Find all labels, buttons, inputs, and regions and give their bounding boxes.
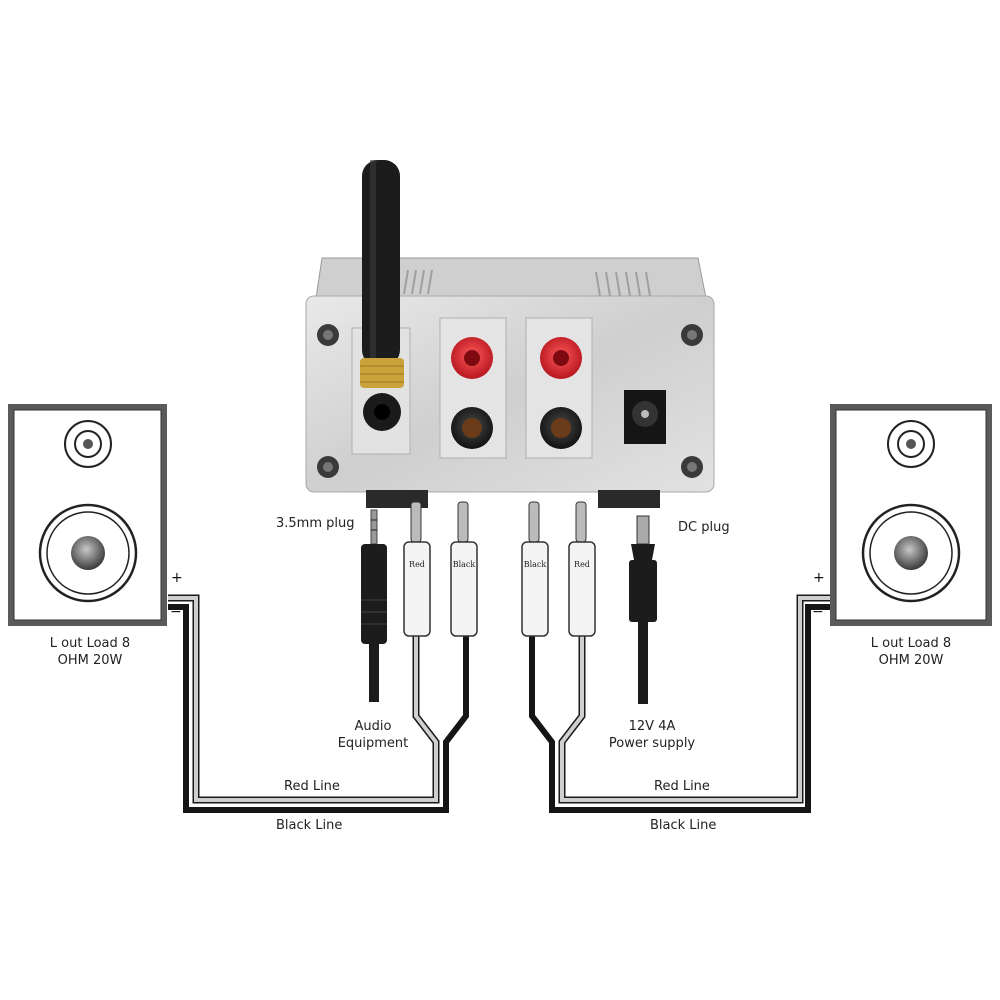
plug-tag-black-2: Black: [524, 560, 547, 569]
banana-plug-red-right: Red: [568, 501, 596, 637]
minus-sign-left: −: [170, 604, 182, 620]
black-binding-post-left: [451, 407, 493, 449]
woofer-icon: [38, 503, 138, 603]
tweeter-icon: [64, 420, 112, 468]
label-3-5mm-plug: 3.5mm plug: [276, 516, 355, 531]
red-line-label-left: Red Line: [284, 779, 340, 794]
plug-tag-black-1: Black: [453, 560, 476, 569]
plus-sign-right: +: [813, 570, 825, 586]
audio-equipment-label: Audio Equipment: [337, 719, 409, 751]
banana-plug-black-left: Black: [450, 501, 478, 637]
left-speaker-caption: L out Load 8 OHM 20W: [49, 636, 131, 668]
audio-3-5mm-plug: [361, 509, 387, 702]
banana-plug-red-left: Red: [403, 501, 431, 637]
red-binding-post-right: [540, 337, 582, 379]
amplifier: [305, 160, 715, 508]
power-supply-label: 12V 4A Power supply: [608, 719, 696, 751]
amp-vent-left: [403, 269, 433, 295]
right-speaker-caption: L out Load 8 OHM 20W: [870, 636, 952, 668]
antenna-gold-connector: [360, 358, 404, 388]
black-line-label-left: Black Line: [276, 818, 343, 833]
plug-tag-red-1: Red: [409, 560, 425, 569]
amp-foot-right: [598, 490, 660, 508]
label-dc-plug: DC plug: [678, 520, 730, 535]
red-line-label-right: Red Line: [654, 779, 710, 794]
plug-tag-red-2: Red: [574, 560, 590, 569]
left-speaker: [8, 404, 167, 626]
red-binding-post-left: [451, 337, 493, 379]
minus-sign-right: −: [812, 604, 824, 620]
left-speaker-cable: [168, 594, 469, 813]
tweeter-icon: [887, 420, 935, 468]
woofer-icon: [861, 503, 961, 603]
amp-vent-right: [595, 271, 651, 297]
audio-input-jack: [363, 393, 401, 431]
black-line-label-right: Black Line: [650, 818, 717, 833]
plus-sign-left: +: [171, 570, 183, 586]
right-speaker: [830, 404, 992, 626]
antenna: [360, 160, 404, 388]
dc-power-jack: [624, 390, 666, 444]
black-binding-post-right: [540, 407, 582, 449]
dc-power-plug: [629, 515, 657, 704]
banana-plug-black-right: Black: [521, 501, 549, 637]
right-speaker-cable: [529, 594, 830, 813]
